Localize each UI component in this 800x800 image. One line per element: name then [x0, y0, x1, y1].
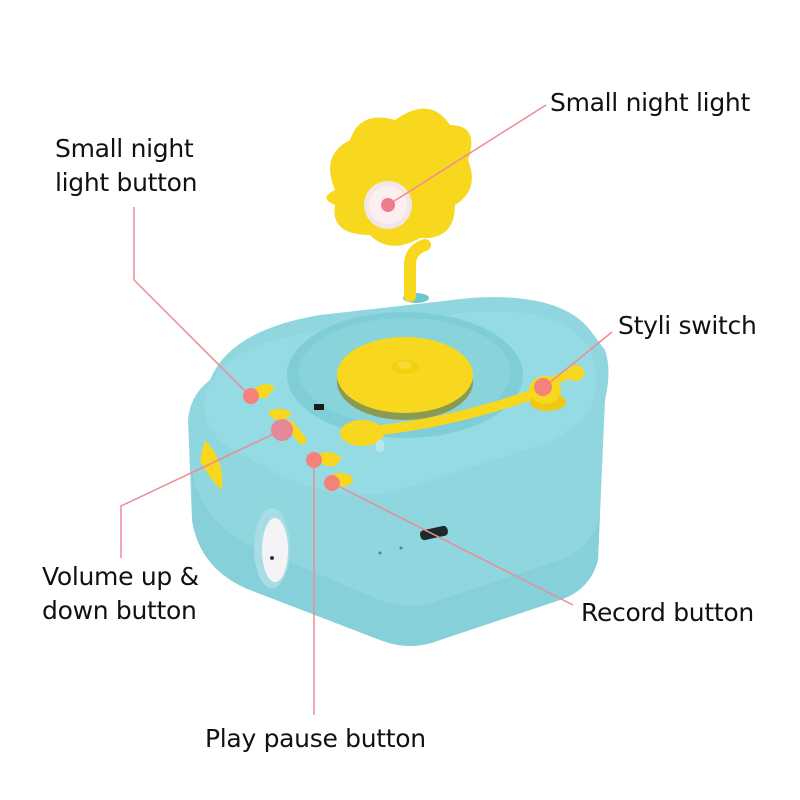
marker-record	[324, 475, 340, 491]
marker-night-light	[381, 198, 395, 212]
leader-styli-switch	[542, 331, 613, 389]
side-window	[254, 508, 290, 588]
label-record-button: Record button	[581, 598, 754, 627]
marker-play-pause	[306, 452, 322, 468]
leader-record	[331, 482, 574, 606]
label-play-pause-button: Play pause button	[205, 724, 426, 753]
marker-volume	[271, 419, 293, 441]
record-disc	[337, 337, 473, 413]
usb-port	[420, 525, 448, 541]
marker-styli-switch	[534, 378, 552, 396]
leader-volume	[120, 429, 283, 558]
tonearm	[340, 365, 584, 446]
label-small-night-light: Small night light	[550, 88, 750, 117]
label-small-night-light-button: Small night light button	[55, 134, 198, 197]
flower-horn	[326, 108, 472, 303]
leader-lines	[120, 104, 613, 715]
leader-night-light	[387, 104, 547, 206]
side-decoration	[200, 440, 223, 490]
mic-slot	[314, 404, 324, 410]
label-volume-button: Volume up & down button	[42, 562, 199, 625]
leader-night-light-button	[133, 207, 251, 397]
markers	[243, 198, 552, 491]
marker-night-light-button	[243, 388, 259, 404]
label-styli-switch: Styli switch	[618, 311, 757, 340]
